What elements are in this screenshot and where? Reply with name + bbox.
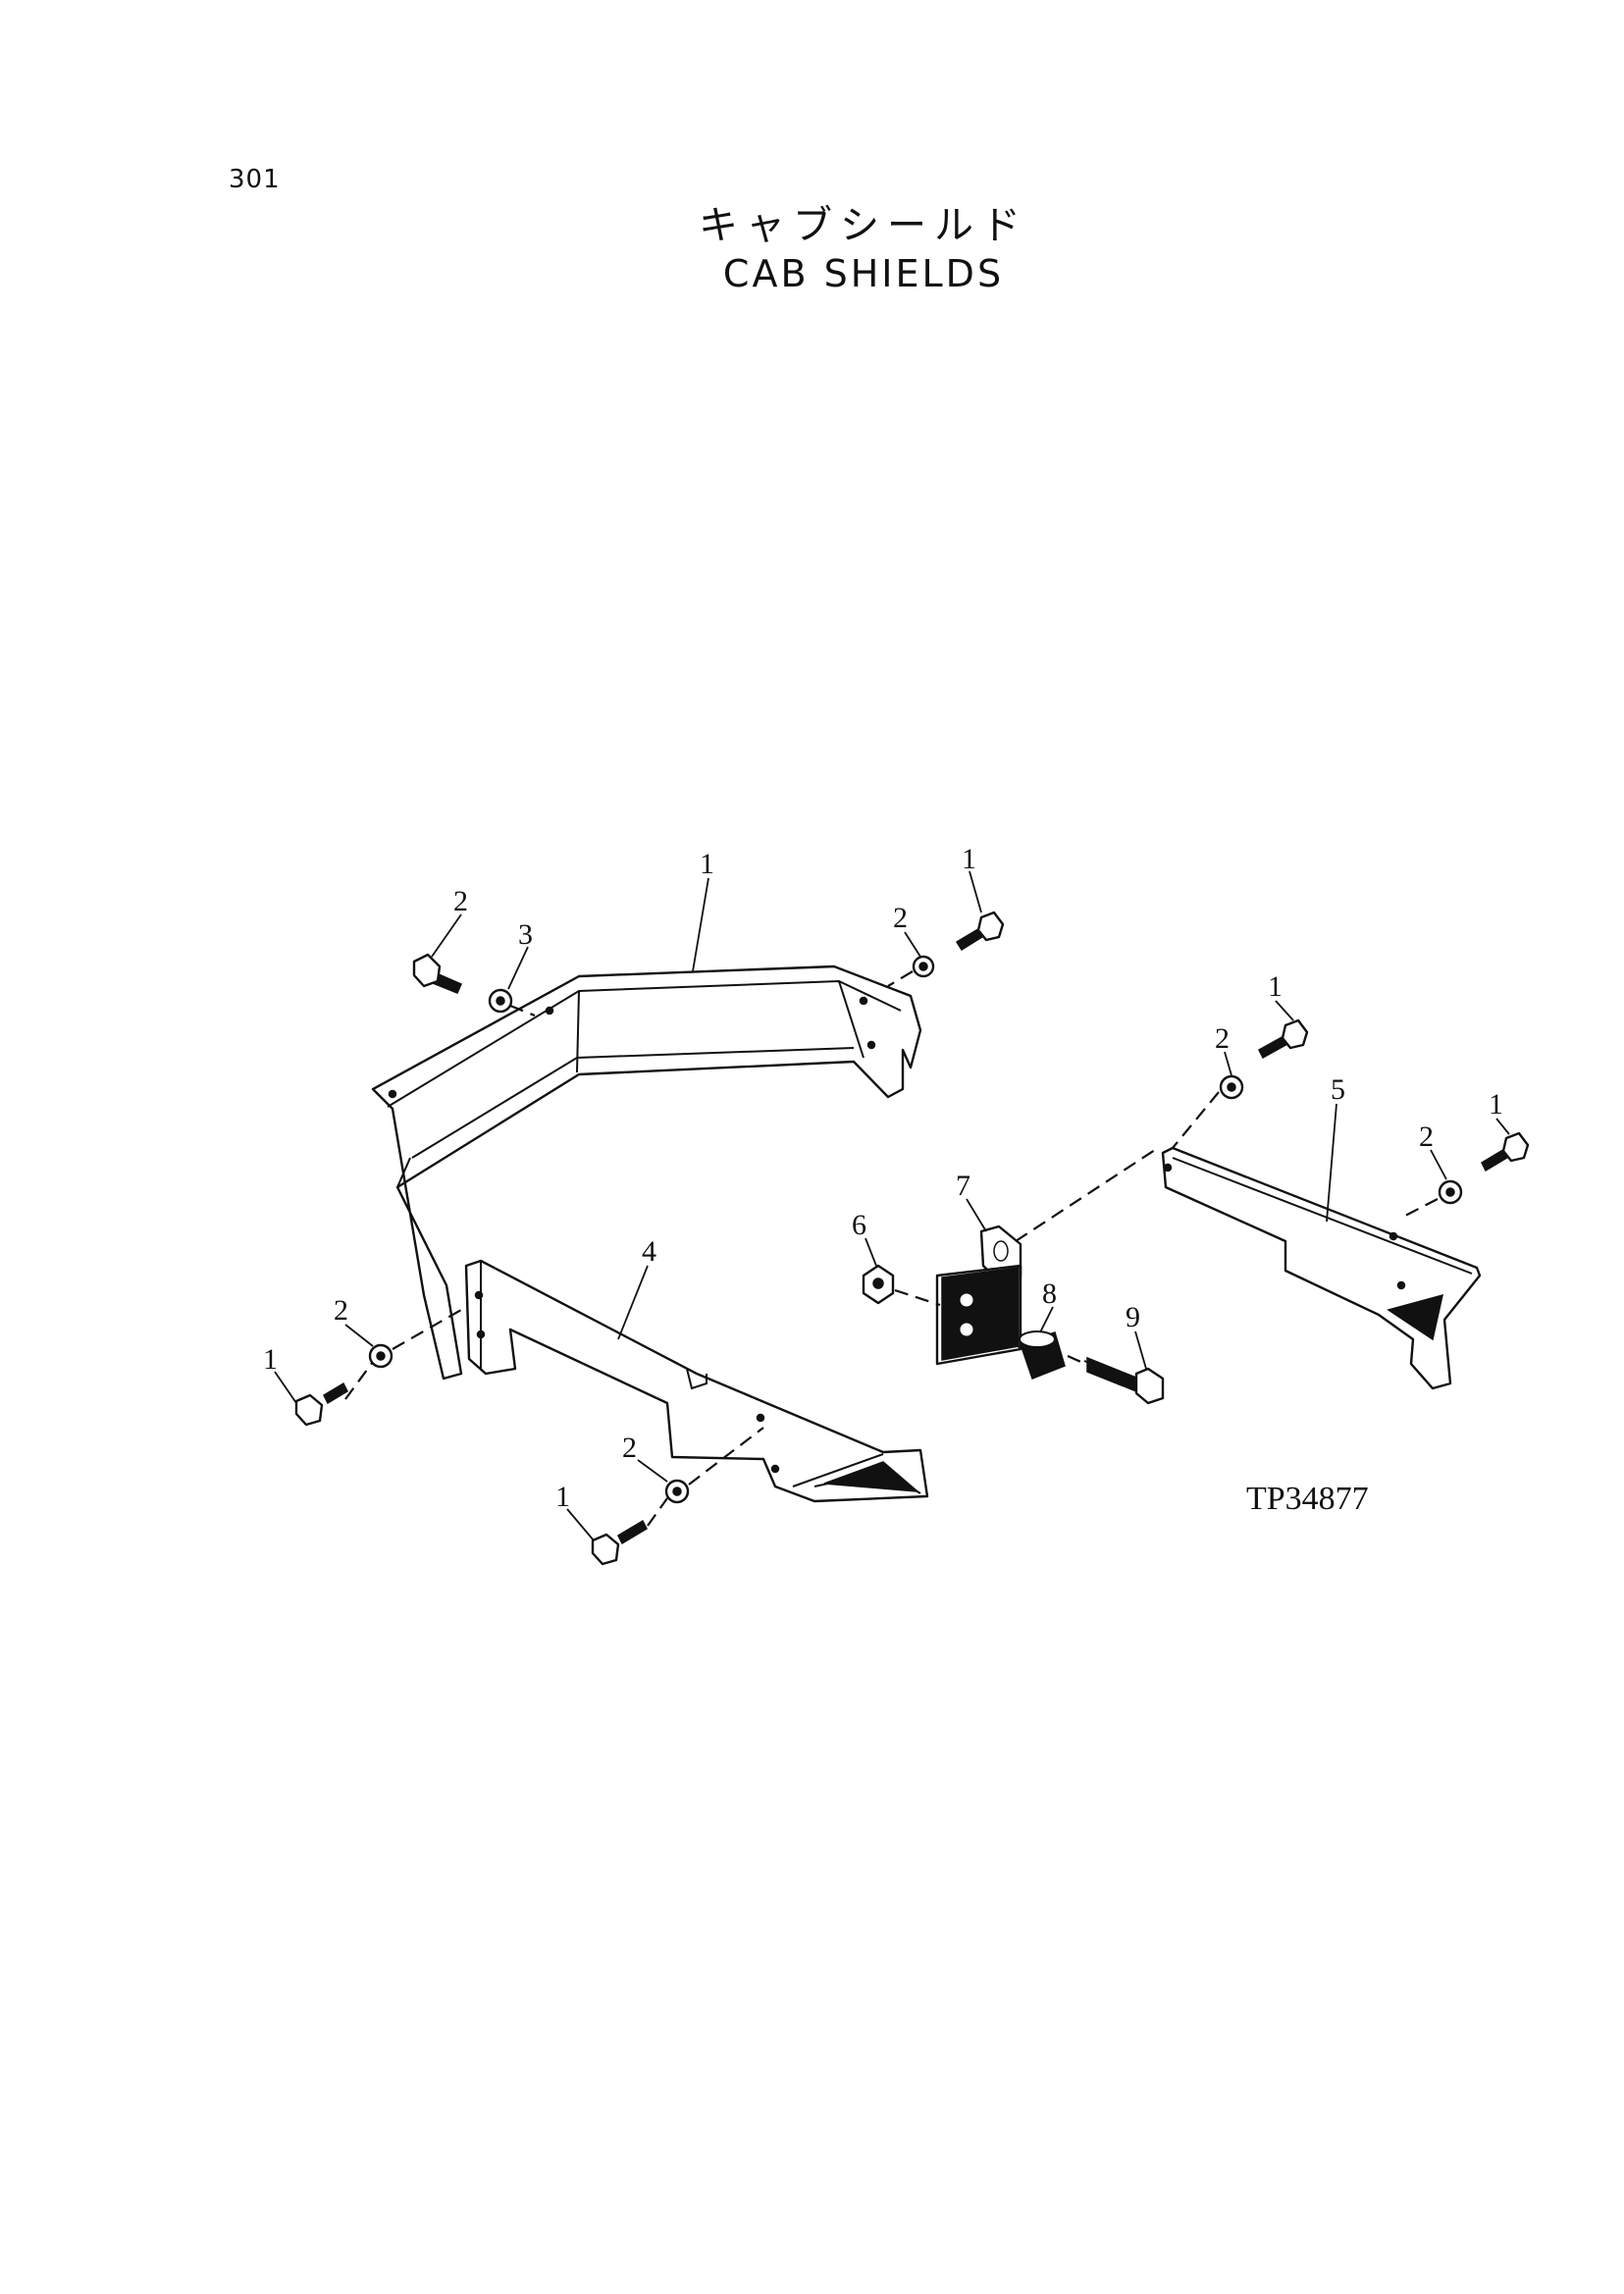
- bolt-part-9: [1083, 1356, 1165, 1405]
- callout-label: 7: [956, 1170, 970, 1202]
- callout-label: 1: [1489, 1088, 1503, 1121]
- callout-label: 1: [700, 848, 714, 880]
- callout-label: 1: [555, 1481, 570, 1513]
- bolt-part-1-bottom: [591, 1519, 648, 1566]
- callout-label: 6: [852, 1209, 866, 1241]
- callout-label: 2: [893, 902, 908, 934]
- title-japanese: キャブシールド: [699, 203, 1028, 248]
- callout-label: 9: [1126, 1301, 1140, 1333]
- spacer-part-8: [1019, 1330, 1066, 1380]
- assembly-lines: [344, 970, 1439, 1527]
- callout-label: 8: [1042, 1277, 1057, 1310]
- callout-label: 1: [1268, 970, 1283, 1003]
- bolt-part-1-left-lower: [294, 1382, 348, 1427]
- callout-label: 1: [962, 843, 976, 875]
- page-number: 301: [229, 165, 281, 194]
- callout-label: 2: [1215, 1022, 1230, 1055]
- bolt-part-1-upper-center: [955, 911, 1005, 952]
- callout-label: 3: [518, 918, 533, 951]
- callout-label: 5: [1331, 1073, 1345, 1106]
- callout-label: 2: [622, 1432, 637, 1464]
- cab-shield-right-part-5: [1161, 1146, 1482, 1390]
- callout-label: 2: [334, 1294, 348, 1327]
- bolt-part-1-right-lower: [1481, 1131, 1530, 1173]
- bracket-part-7: [935, 1225, 1022, 1366]
- callout-label: 4: [642, 1235, 656, 1268]
- title-block: キャブシールド CAB SHIELDS: [687, 201, 1040, 297]
- cab-shield-lower-part-4: [464, 1259, 929, 1503]
- callout-label: 2: [453, 885, 468, 917]
- leader-lines: [274, 870, 1510, 1541]
- figure-reference-code: TP34877: [1246, 1481, 1369, 1517]
- bolt-part-1-upper-left: [412, 953, 462, 994]
- callout-labels: 1 2 3 1 2 1 2 5 1 2 7 6 8 9 4 2 1 2 1: [263, 843, 1503, 1513]
- washers-part-2: [368, 955, 1463, 1504]
- cab-shield-upper-part-3: [371, 965, 922, 1381]
- callout-label: 1: [263, 1343, 278, 1376]
- nut-part-6: [862, 1264, 895, 1305]
- bolt-part-1-right-upper: [1258, 1018, 1309, 1060]
- callout-label: 2: [1419, 1121, 1434, 1153]
- title-english: CAB SHIELDS: [722, 252, 1005, 295]
